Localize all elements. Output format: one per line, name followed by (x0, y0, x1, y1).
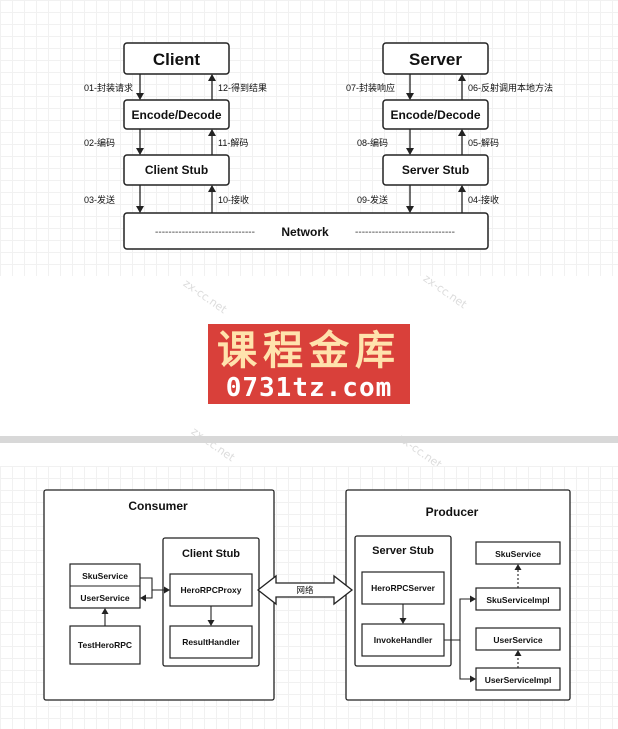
encode-decode-right-label: Encode/Decode (390, 108, 480, 122)
network-box (123, 212, 489, 250)
step-07: 07-封装响应 (346, 82, 395, 93)
encode-decode-right-box (382, 99, 489, 130)
watermark-banner-title: 课程金库 (217, 328, 401, 374)
network-double-arrow (256, 574, 354, 606)
section-divider (0, 436, 618, 443)
hero-rpc-diagram: Consumer Producer SkuService UserService… (0, 466, 618, 729)
producer-title: Producer (426, 505, 479, 519)
network-label: Network (281, 225, 329, 239)
step-04: 04-接收 (468, 194, 499, 205)
network-dashes-right: ------------------------------ (355, 227, 455, 238)
test-hero-rpc-label: TestHeroRPC (78, 640, 132, 650)
rpc-server-label: HeroRPCServer (371, 583, 435, 593)
proxy-box (169, 573, 253, 607)
client-stub-title: Client Stub (182, 548, 240, 560)
server-stub-label: Server Stub (402, 163, 469, 177)
network-dashes-left: ------------------------------ (155, 227, 255, 238)
rpc-server-box (361, 571, 445, 605)
user-service-right-label: UserService (493, 635, 542, 645)
sku-service-label: SkuService (82, 571, 128, 581)
watermark-banner-url: 0731tz.com (225, 373, 393, 403)
encode-decode-left-box (123, 99, 230, 130)
server-box (382, 42, 489, 75)
server-stub-box (382, 154, 489, 186)
arrow-service-to-proxy (140, 577, 170, 594)
watermark-text: zx-cc.net (188, 424, 238, 465)
result-handler-box (169, 625, 253, 659)
invoke-handler-label: InvokeHandler (374, 635, 433, 645)
consumer-title: Consumer (128, 499, 188, 513)
client-stub-box (123, 154, 230, 186)
watermark-text: zx-cc.net (420, 271, 470, 312)
server-label: Server (409, 50, 462, 69)
step-08: 08-编码 (357, 137, 388, 148)
sku-impl-label: SkuServiceImpl (486, 595, 549, 605)
user-service-label: UserService (80, 593, 129, 603)
watermark-text: zx-cc.net (180, 276, 230, 317)
network-label-cn: 网络 (296, 585, 314, 595)
test-hero-rpc-box (69, 625, 141, 665)
arrow-invoke-to-user-impl (459, 640, 476, 683)
client-label: Client (153, 50, 201, 69)
step-01: 01-封装请求 (84, 82, 133, 93)
step-11: 11-解码 (218, 137, 248, 148)
arrow-proxy-to-service (140, 590, 153, 602)
encode-decode-left-label: Encode/Decode (131, 108, 221, 122)
watermark-banner: 课程金库 0731tz.com (208, 324, 410, 404)
result-handler-label: ResultHandler (182, 637, 240, 647)
rpc-flow-svg: Client Encode/Decode Client Stub Server … (84, 42, 553, 250)
hero-rpc-svg: Consumer Producer SkuService UserService… (43, 489, 571, 701)
step-12: 12-得到结果 (218, 82, 267, 93)
server-stub-title: Server Stub (372, 545, 434, 557)
step-03: 03-发送 (84, 194, 115, 205)
proxy-label: HeroRPCProxy (181, 585, 242, 595)
sku-service-right-label: SkuService (495, 549, 541, 559)
client-stub-label: Client Stub (145, 163, 208, 177)
user-impl-label: UserServiceImpl (485, 675, 552, 685)
step-05: 05-解码 (468, 137, 499, 148)
arrow-invoke-to-sku-impl (444, 595, 476, 641)
step-10: 10-接收 (218, 194, 249, 205)
client-box (123, 42, 230, 75)
step-06: 06-反射调用本地方法 (468, 82, 553, 93)
step-09: 09-发送 (357, 194, 388, 205)
rpc-flow-diagram: Client Encode/Decode Client Stub Server … (0, 0, 618, 276)
step-02: 02-编码 (84, 137, 115, 148)
